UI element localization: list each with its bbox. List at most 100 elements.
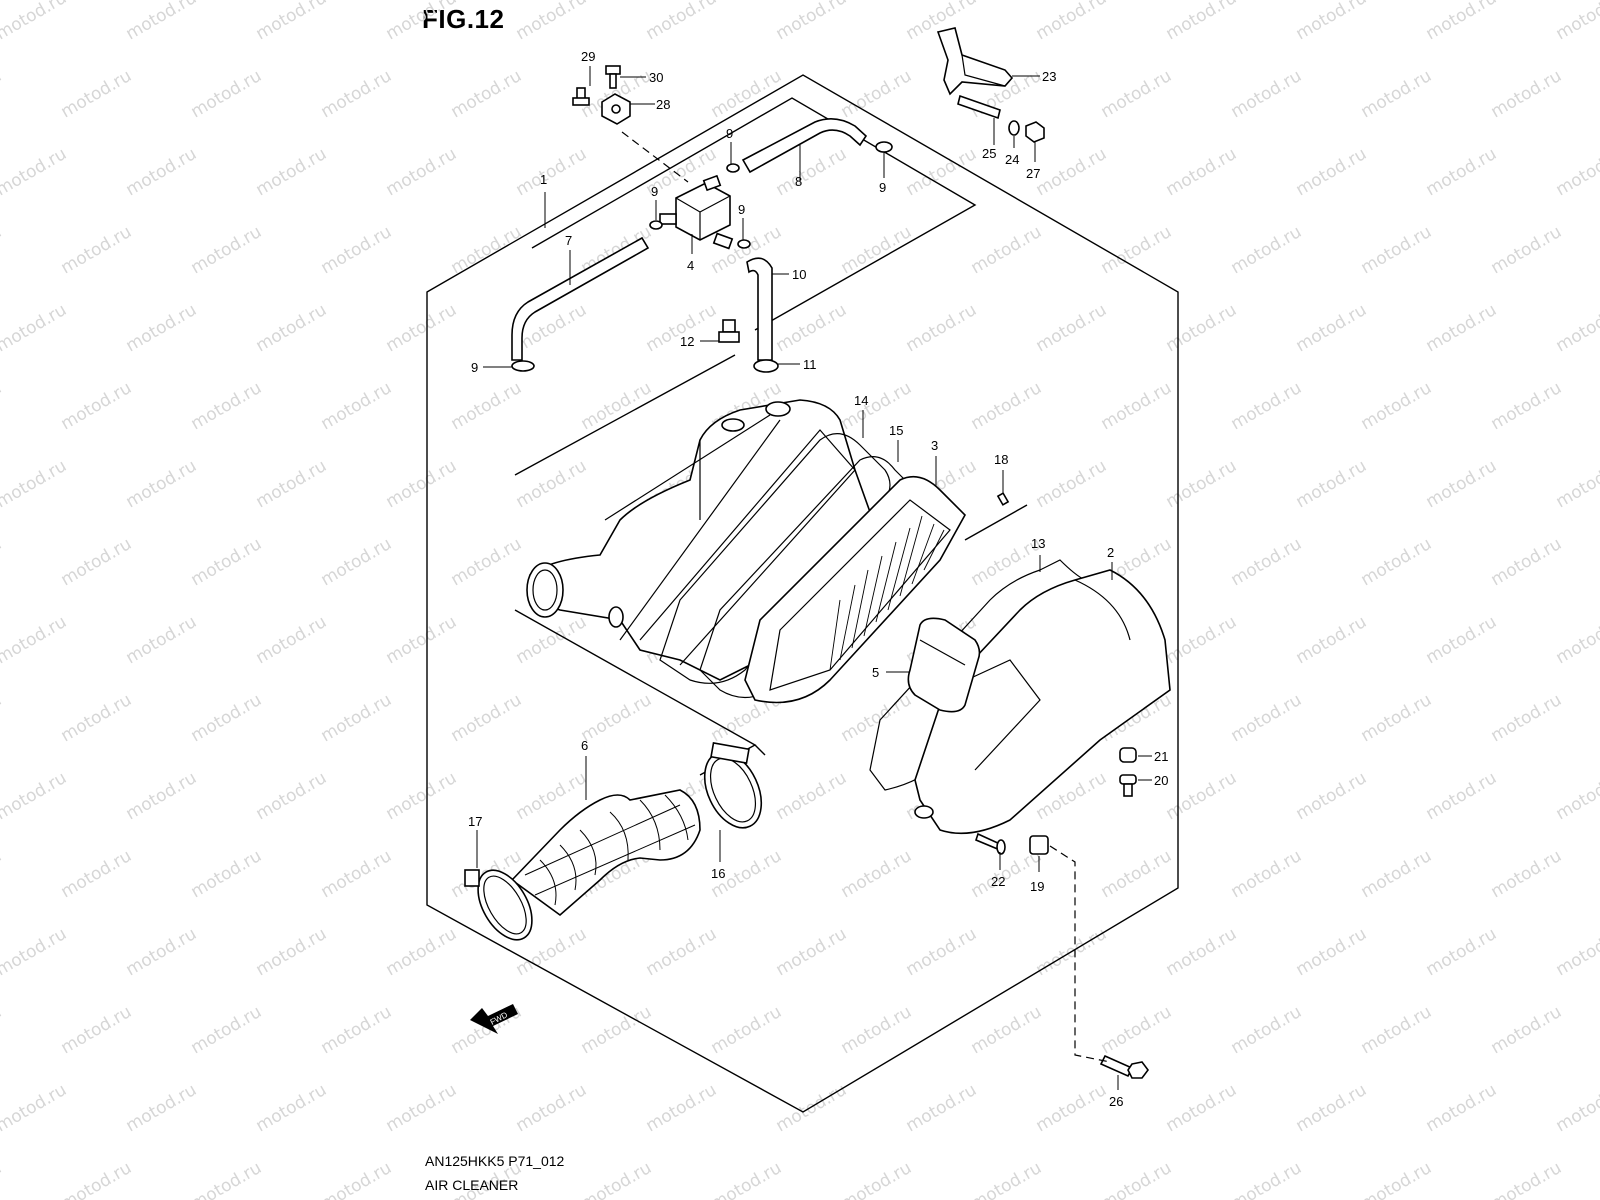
- watermark-text: motod.ru: [123, 612, 201, 668]
- callout-23: 23: [1042, 69, 1056, 84]
- watermark-text: motod.ru: [1098, 1002, 1176, 1058]
- watermark-text: motod.ru: [448, 66, 526, 122]
- watermark-text: motod.ru: [383, 0, 461, 44]
- assembly-outline: [426, 74, 1179, 1113]
- callout-layer: 1 2 3 4 5 6 7 8 9 9 9 9 9 10: [468, 49, 1168, 1109]
- watermark-text: motod.ru: [318, 66, 396, 122]
- watermark-text: motod.ru: [1228, 690, 1306, 746]
- watermark-text: motod.ru: [0, 378, 5, 434]
- watermark-text: motod.ru: [0, 144, 70, 200]
- drain-20: [1119, 774, 1137, 797]
- watermark-text: motod.ru: [188, 66, 266, 122]
- watermark-text: motod.ru: [253, 612, 331, 668]
- watermark-text: motod.ru: [0, 768, 70, 824]
- watermark-text: motod.ru: [253, 300, 331, 356]
- watermark-text: motod.ru: [318, 222, 396, 278]
- watermark-text: motod.ru: [0, 66, 5, 122]
- seal-14: [659, 433, 891, 684]
- callout-30: 30: [649, 70, 663, 85]
- watermark-text: motod.ru: [318, 1002, 396, 1058]
- watermark-text: motod.ru: [1488, 846, 1566, 902]
- clamp-11: [753, 359, 779, 373]
- watermark-text: motod.ru: [0, 0, 70, 44]
- figure-code: AN125HKK5 P71_012: [425, 1153, 565, 1169]
- watermark-text: motod.ru: [58, 222, 136, 278]
- callout-13: 13: [1031, 536, 1045, 551]
- watermark-text: motod.ru: [58, 66, 136, 122]
- watermark-text: motod.ru: [838, 1158, 916, 1200]
- watermark-text: motod.ru: [513, 1080, 591, 1136]
- watermark-text: motod.ru: [1163, 924, 1241, 980]
- callout-8: 8: [795, 174, 802, 189]
- watermark-text: motod.ru: [0, 612, 70, 668]
- watermark-text: motod.ru: [1423, 768, 1501, 824]
- watermark-text: motod.ru: [838, 846, 916, 902]
- callout-2: 2: [1107, 545, 1114, 560]
- guide-line-16: [754, 744, 766, 756]
- watermark-text: motod.ru: [1488, 1002, 1566, 1058]
- watermark-text: motod.ru: [318, 378, 396, 434]
- watermark-text: motod.ru: [1423, 1080, 1501, 1136]
- watermark-text: motod.ru: [0, 690, 5, 746]
- watermark-text: motod.ru: [383, 924, 461, 980]
- watermark-text: motod.ru: [58, 1002, 136, 1058]
- watermark-text: motod.ru: [318, 1158, 396, 1200]
- valve-block-4: [659, 174, 734, 250]
- fitting-12: [718, 319, 740, 343]
- watermark-text: motod.ru: [0, 222, 5, 278]
- watermark-text: motod.ru: [903, 924, 981, 980]
- guide-line-3: [964, 504, 1028, 541]
- screw-18: [996, 492, 1010, 506]
- watermark-text: motod.ru: [1488, 690, 1566, 746]
- stud-25: [957, 94, 1001, 120]
- watermark-text: motod.ru: [578, 1002, 656, 1058]
- watermark-text: motod.ru: [188, 222, 266, 278]
- bolt-29: [572, 87, 590, 106]
- hose-7: [511, 236, 650, 361]
- callout-24: 24: [1005, 152, 1019, 167]
- clamp-16: [703, 742, 763, 829]
- watermark-text: motod.ru: [318, 846, 396, 902]
- watermark-text: motod.ru: [383, 456, 461, 512]
- watermark-text: motod.ru: [903, 144, 981, 200]
- callout-4: 4: [687, 258, 694, 273]
- callout-26: 26: [1109, 1094, 1123, 1109]
- watermark-text: motod.ru: [838, 66, 916, 122]
- watermark-text: motod.ru: [1358, 1002, 1436, 1058]
- watermark-text: motod.ru: [1293, 300, 1371, 356]
- watermark-text: motod.ru: [1293, 612, 1371, 668]
- watermark-text: motod.ru: [253, 456, 331, 512]
- watermark-text: motod.ru: [1033, 456, 1111, 512]
- watermark-text: motod.ru: [1488, 222, 1566, 278]
- callout-29: 29: [581, 49, 595, 64]
- bolt-26: [1099, 1054, 1149, 1079]
- cap-21: [1119, 747, 1137, 763]
- callout-18: 18: [994, 452, 1008, 467]
- watermark-text: motod.ru: [1553, 1080, 1600, 1136]
- watermark-text: motod.ru: [1553, 768, 1600, 824]
- callout-1: 1: [540, 172, 547, 187]
- callout-9-a: 9: [471, 360, 478, 375]
- watermark-text: motod.ru: [0, 1080, 70, 1136]
- callout-11: 11: [803, 357, 817, 372]
- watermark-text: motod.ru: [58, 1158, 136, 1200]
- callout-19: 19: [1030, 879, 1044, 894]
- watermark-text: motod.ru: [1553, 144, 1600, 200]
- watermark-text: motod.ru: [838, 1002, 916, 1058]
- watermark-text: motod.ru: [1358, 690, 1436, 746]
- watermark-text: motod.ru: [1488, 378, 1566, 434]
- watermark-text: motod.ru: [123, 300, 201, 356]
- screw-30: [605, 65, 621, 89]
- watermark-text: motod.ru: [123, 0, 201, 44]
- watermark-text: motod.ru: [1163, 1080, 1241, 1136]
- watermark-text: motod.ru: [58, 534, 136, 590]
- watermark-text: motod.ru: [253, 768, 331, 824]
- watermark-text: motod.ru: [1358, 1158, 1436, 1200]
- watermark-text: motod.ru: [1293, 1080, 1371, 1136]
- watermark-text: motod.ru: [448, 690, 526, 746]
- part-5: [907, 617, 981, 713]
- watermark-text: motod.ru: [123, 1080, 201, 1136]
- watermark-text: motod.ru: [383, 300, 461, 356]
- watermark-text: motod.ru: [903, 1080, 981, 1136]
- clip-9-a: [511, 360, 535, 372]
